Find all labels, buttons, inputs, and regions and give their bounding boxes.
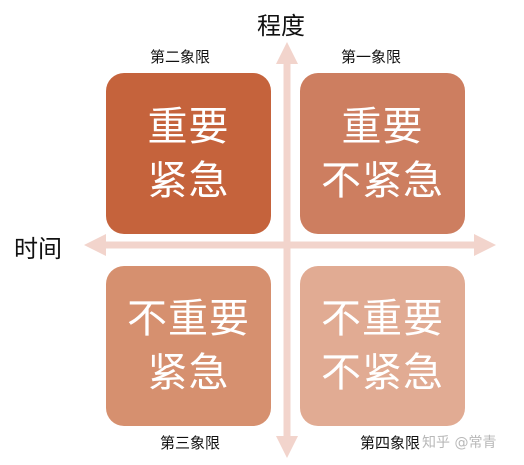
horizontal-axis-arrow-right	[474, 234, 496, 256]
quadrant-2-line2: 紧急	[147, 157, 230, 204]
quadrant-1-line1: 重要	[341, 103, 424, 150]
quadrant-4-line1: 不重要	[321, 296, 444, 342]
quadrant-3-line1: 不重要	[127, 296, 250, 342]
x-axis-title: 时间	[14, 235, 62, 263]
horizontal-axis-arrow-left	[84, 234, 106, 256]
vertical-axis-arrow-up	[276, 42, 298, 64]
watermark: 知乎 @常青	[422, 435, 497, 451]
quadrant-4-box: 不重要 不紧急	[300, 266, 465, 426]
quadrant-1-line2: 不紧急	[321, 157, 444, 204]
quadrant-1-box: 重要 不紧急	[300, 73, 465, 234]
y-axis-title: 程度	[257, 12, 305, 40]
quadrant-3-line2: 紧急	[147, 350, 230, 396]
quadrant-2-box: 重要 紧急	[106, 73, 271, 234]
quadrant-3-box: 不重要 紧急	[106, 266, 271, 426]
quadrant-1-label: 第一象限	[341, 48, 402, 66]
quadrant-2-label: 第二象限	[150, 48, 211, 66]
vertical-axis-arrow-down	[276, 436, 298, 458]
quadrant-2-line1: 重要	[147, 103, 230, 150]
quadrant-3-label: 第三象限	[160, 434, 221, 452]
quadrant-4-label: 第四象限	[360, 434, 421, 452]
quadrant-4-line2: 不紧急	[321, 350, 444, 396]
